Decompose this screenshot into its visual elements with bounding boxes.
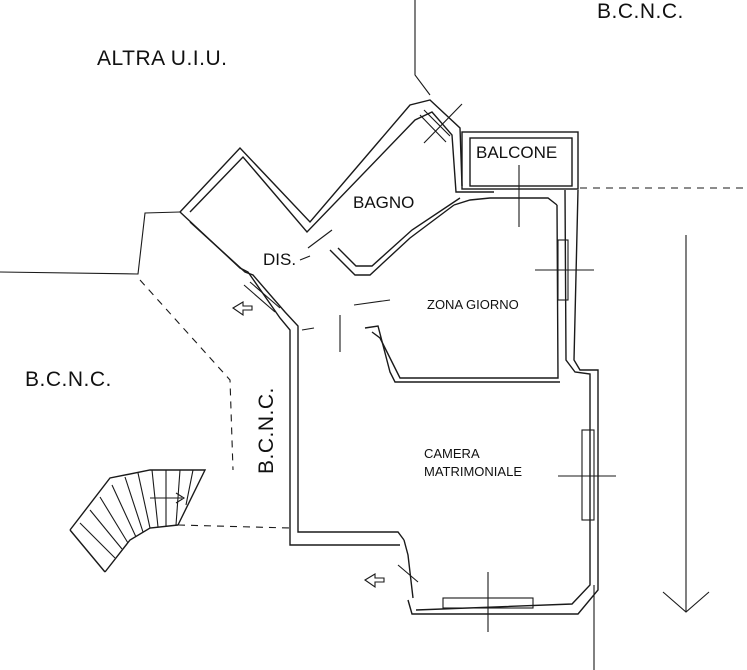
label-altra-uiu: ALTRA U.I.U. [97, 47, 227, 70]
label-bcnc-left: B.C.N.C. [25, 368, 112, 391]
label-zona-giorno: ZONA GIORNO [427, 297, 519, 312]
dashed-boundaries [139, 187, 747, 529]
label-camera-line2: MATRIMONIALE [424, 464, 522, 479]
bathroom-walls [179, 99, 558, 276]
staircase [69, 469, 207, 573]
label-bcnc-top: B.C.N.C. [597, 0, 684, 23]
corridor-walls [179, 211, 405, 546]
label-camera-line1: CAMERA [424, 446, 480, 461]
label-bagno: BAGNO [353, 193, 414, 212]
label-dis: DIS. [263, 250, 296, 269]
balcone-area [461, 131, 579, 227]
label-balcone: BALCONE [476, 143, 557, 162]
label-bcnc-vertical: B.C.N.C. [255, 387, 278, 474]
living-bedroom-walls [301, 189, 616, 632]
direction-arrow [662, 235, 710, 613]
boundary-lines [0, 0, 595, 670]
